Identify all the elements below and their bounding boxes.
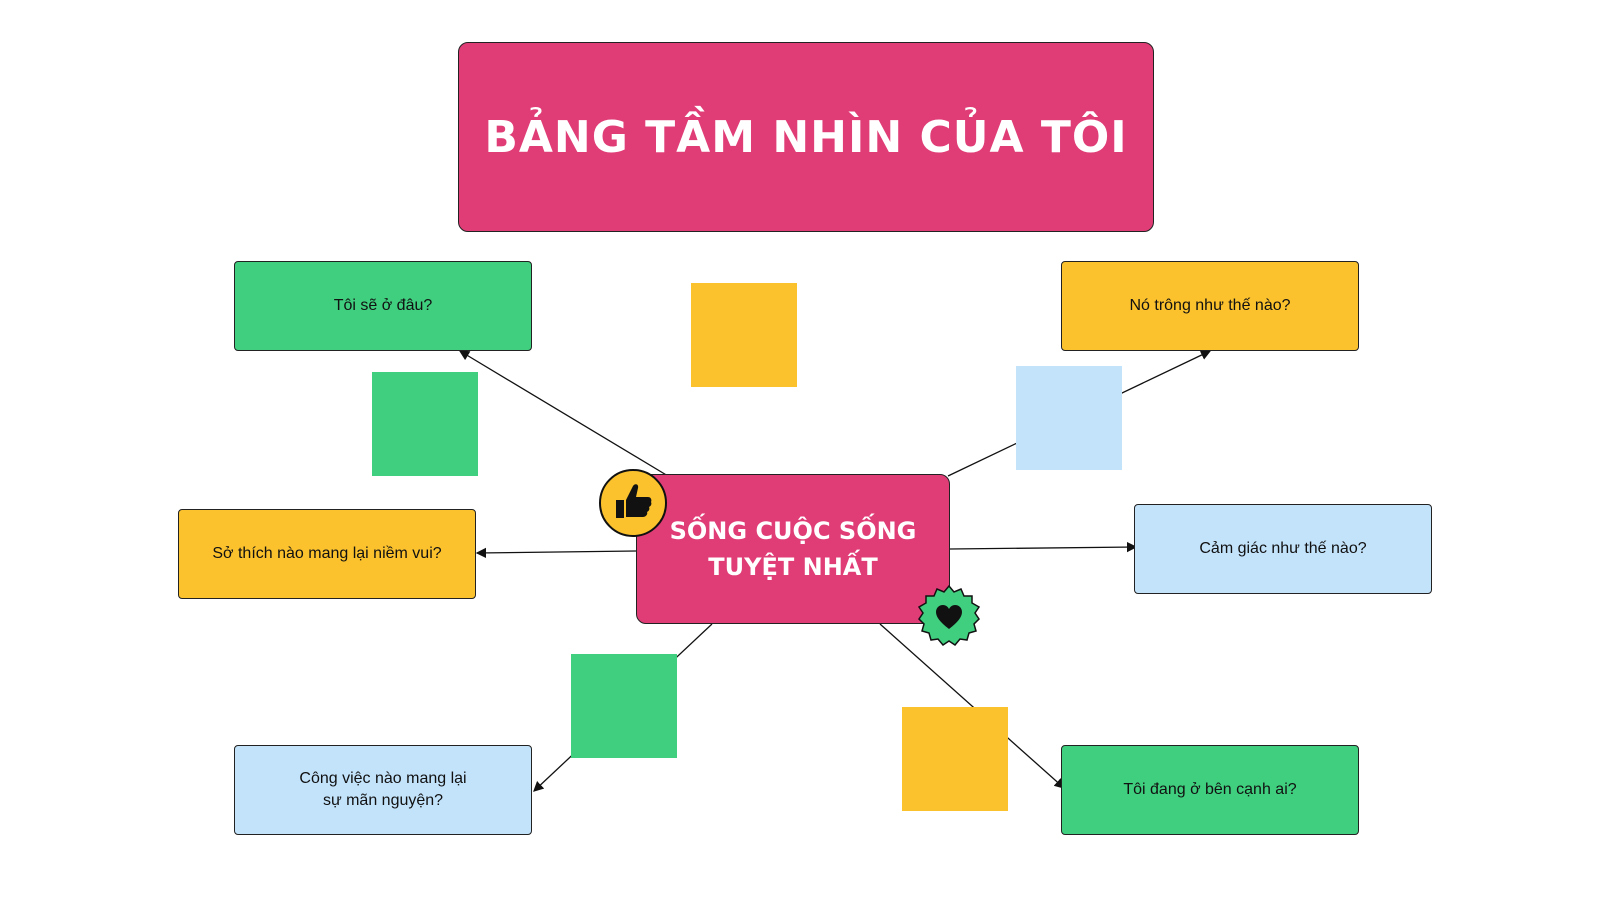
- node-feel[interactable]: Cảm giác như thế nào?: [1134, 504, 1432, 594]
- title-banner: BẢNG TẦM NHÌN CỦA TÔI: [458, 42, 1154, 232]
- sticky-note-green-left[interactable]: [372, 372, 478, 476]
- thumbs-up-icon: [599, 469, 667, 537]
- connector-hobby: [475, 547, 637, 559]
- node-where[interactable]: Tôi sẽ ở đâu?: [234, 261, 532, 351]
- node-hobby[interactable]: Sở thích nào mang lại niềm vui?: [178, 509, 476, 599]
- node-work-label-line2: sự mãn nguyện?: [322, 792, 444, 809]
- center-line-2: TUYỆT NHẤT: [708, 553, 878, 581]
- sticky-note-yellow-top[interactable]: [691, 283, 797, 387]
- connector-feel: [949, 541, 1138, 553]
- node-feel-label: Cảm giác như thế nào?: [1199, 540, 1367, 557]
- node-looks-label: Nó trông như thế nào?: [1129, 297, 1291, 314]
- node-work[interactable]: Công việc nào mang lại sự mãn nguyện?: [234, 745, 532, 835]
- node-with[interactable]: Tôi đang ở bên cạnh ai?: [1061, 745, 1359, 835]
- sticky-note-green-bottom[interactable]: [571, 654, 677, 758]
- node-with-label: Tôi đang ở bên cạnh ai?: [1123, 781, 1297, 798]
- heart-badge-icon: [917, 584, 981, 646]
- center-node[interactable]: SỐNG CUỘC SỐNG TUYỆT NHẤT: [636, 474, 950, 624]
- page-title: BẢNG TẦM NHÌN CỦA TÔI: [484, 111, 1128, 163]
- sticky-note-yellow-bottom[interactable]: [902, 707, 1008, 811]
- center-line-1: SỐNG CUỘC SỐNG: [669, 517, 917, 545]
- node-work-label-line1: Công việc nào mang lại: [299, 770, 467, 787]
- node-hobby-label: Sở thích nào mang lại niềm vui?: [212, 545, 442, 562]
- node-looks[interactable]: Nó trông như thế nào?: [1061, 261, 1359, 351]
- node-where-label: Tôi sẽ ở đâu?: [333, 297, 433, 314]
- connector-where: [458, 350, 669, 477]
- sticky-note-blue-right[interactable]: [1016, 366, 1122, 470]
